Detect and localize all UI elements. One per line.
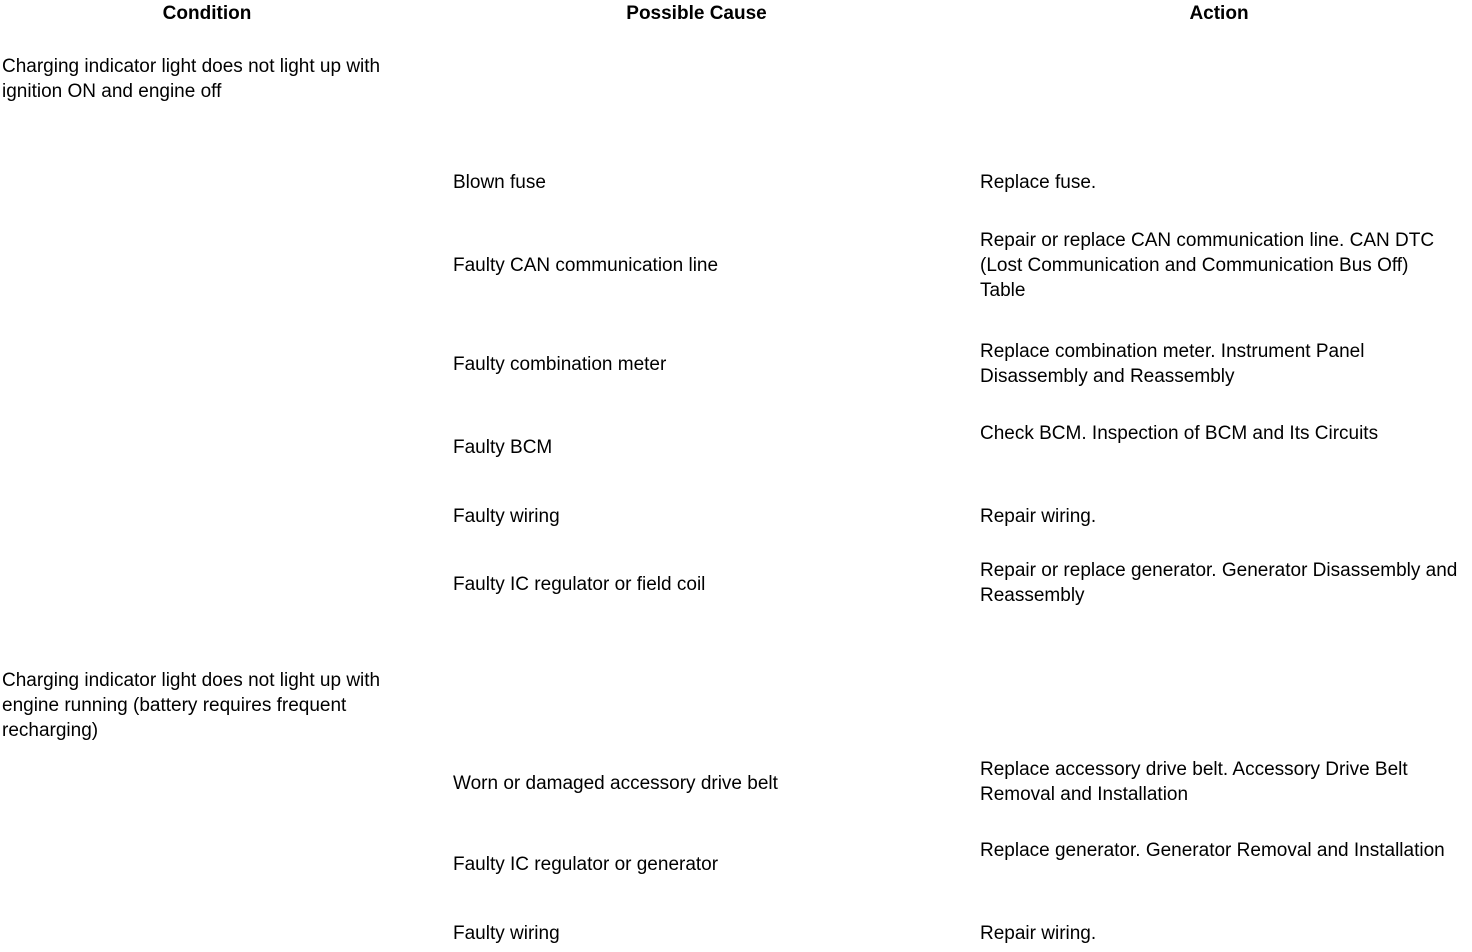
possible-cause-cell: Blown fuse xyxy=(453,172,546,193)
possible-cause-cell: Faulty CAN communication line xyxy=(453,255,719,276)
action-cell: Repair wiring. xyxy=(980,506,1097,527)
possible-cause-cell: Faulty wiring xyxy=(453,923,560,944)
action-cell: Repair wiring. xyxy=(980,923,1097,944)
possible-cause-cell: Worn or damaged accessory drive belt xyxy=(453,773,778,794)
condition-cell: Charging indicator light does not light … xyxy=(2,56,381,102)
possible-cause-cell: Faulty wiring xyxy=(453,506,560,527)
action-cell: Replace generator. Generator Removal and… xyxy=(980,840,1445,861)
action-cell: Repair or replace generator. Generator D… xyxy=(980,560,1458,606)
action-cell: Check BCM. Inspection of BCM and Its Cir… xyxy=(980,423,1379,444)
action-cell: Repair or replace CAN communication line… xyxy=(980,230,1435,301)
possible-cause-cell: Faulty IC regulator or generator xyxy=(453,854,719,875)
action-cell: Replace combination meter. Instrument Pa… xyxy=(980,341,1365,387)
possible-cause-cell: Faulty combination meter xyxy=(453,354,667,375)
condition-cell: Charging indicator light does not light … xyxy=(2,670,381,741)
column-header-action: Action xyxy=(1189,3,1249,24)
column-header-possible-cause: Possible Cause xyxy=(626,3,767,24)
table-header-row: Condition Possible Cause Action xyxy=(0,0,1472,32)
possible-cause-cell: Faulty IC regulator or field coil xyxy=(453,574,706,595)
column-header-condition: Condition xyxy=(162,3,252,24)
action-cell: Replace accessory drive belt. Accessory … xyxy=(980,759,1408,805)
possible-cause-cell: Faulty BCM xyxy=(453,437,553,458)
action-cell: Replace fuse. xyxy=(980,172,1097,193)
